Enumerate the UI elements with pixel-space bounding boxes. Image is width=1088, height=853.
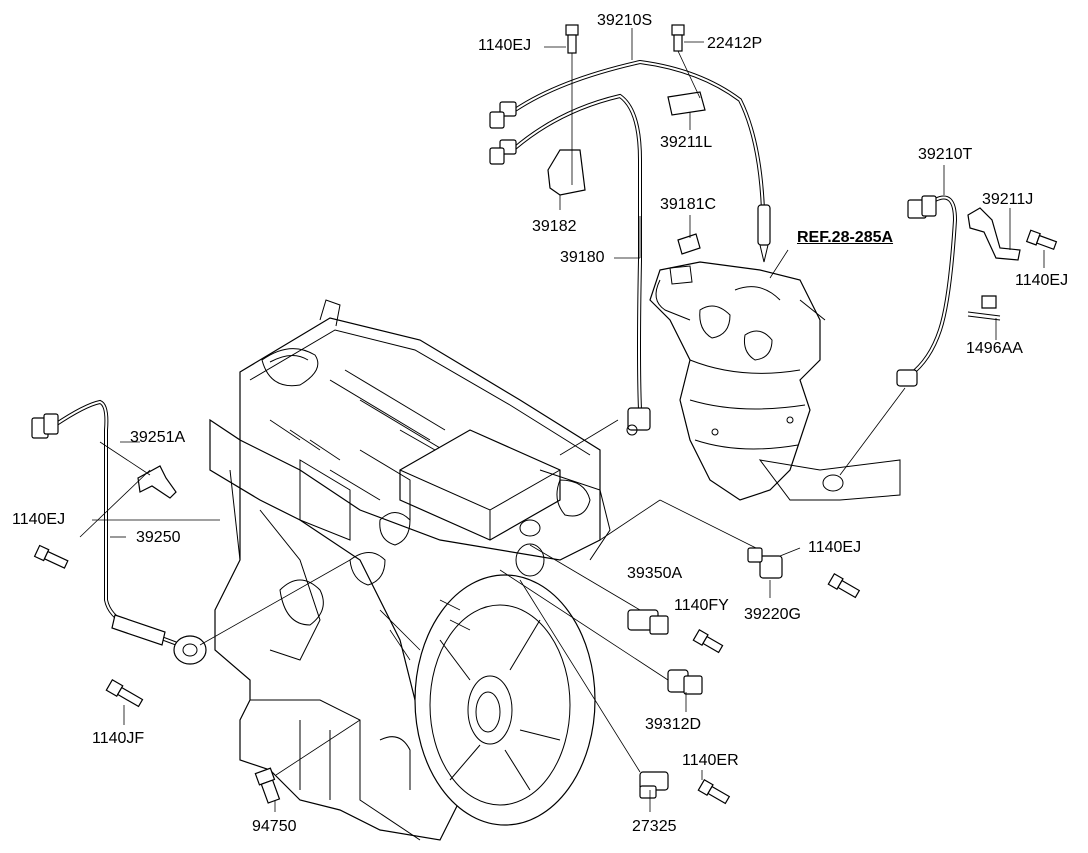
label-39210s[interactable]: 39210S bbox=[597, 12, 653, 29]
sensor-39350a-drawing bbox=[627, 609, 669, 635]
label-1140ej-right[interactable]: 1140EJ bbox=[1015, 272, 1069, 289]
catalytic-converter-drawing bbox=[649, 261, 901, 501]
label-39181c[interactable]: 39181C bbox=[660, 196, 717, 213]
label-39251a[interactable]: 39251A bbox=[130, 429, 186, 446]
bolt-1140er-drawing bbox=[697, 778, 731, 805]
clamp-1496aa-drawing bbox=[967, 295, 1001, 321]
bolt-1140jf-drawing bbox=[105, 678, 144, 708]
label-39211j[interactable]: 39211J bbox=[982, 191, 1034, 208]
bolt-1140fy-drawing bbox=[692, 628, 724, 654]
label-39250[interactable]: 39250 bbox=[136, 529, 181, 546]
label-39350a[interactable]: 39350A bbox=[627, 565, 683, 582]
knock-sensor-wire-39250-drawing bbox=[31, 399, 207, 665]
bolt-1140ej-left-drawing bbox=[33, 544, 69, 569]
bracket-39211l-drawing bbox=[667, 91, 706, 116]
bolt-22412p-drawing bbox=[671, 24, 685, 52]
label-39312d[interactable]: 39312D bbox=[645, 716, 702, 733]
o2-sensor-wire-39180-drawing bbox=[489, 93, 651, 436]
bolt-1140ej-right-drawing bbox=[1025, 229, 1058, 251]
bracket-39182-drawing bbox=[547, 149, 586, 196]
clip-39181c-drawing bbox=[677, 233, 701, 255]
label-1140jf[interactable]: 1140JF bbox=[92, 730, 145, 747]
leader-lines bbox=[79, 28, 1045, 812]
label-ref-28-285a[interactable]: REF.28-285A bbox=[797, 229, 894, 246]
bolt-1140ej-top-drawing bbox=[565, 24, 579, 54]
sensor-39312d-drawing bbox=[667, 669, 703, 695]
bracket-39211j-drawing bbox=[967, 207, 1021, 261]
o2-sensor-wire-39210t-drawing bbox=[896, 195, 958, 387]
label-39210t[interactable]: 39210T bbox=[918, 146, 973, 163]
label-27325[interactable]: 27325 bbox=[632, 818, 677, 835]
sensor-94750-drawing bbox=[254, 767, 281, 804]
bolt-1140ej-mid-drawing bbox=[827, 572, 861, 599]
label-1140fy[interactable]: 1140FY bbox=[674, 597, 729, 614]
label-1140ej-top[interactable]: 1140EJ bbox=[478, 37, 532, 54]
label-1140ej-mid[interactable]: 1140EJ bbox=[808, 539, 862, 556]
label-39211l[interactable]: 39211L bbox=[660, 134, 713, 151]
label-22412p[interactable]: 22412P bbox=[707, 35, 763, 52]
label-94750[interactable]: 94750 bbox=[252, 818, 297, 835]
bracket-39251a-drawing bbox=[137, 465, 177, 499]
label-1140er[interactable]: 1140ER bbox=[682, 752, 739, 769]
sensor-39220g-drawing bbox=[747, 547, 783, 579]
label-39180[interactable]: 39180 bbox=[560, 249, 605, 266]
engine-block-drawing bbox=[209, 299, 611, 841]
sensor-27325-drawing bbox=[639, 771, 669, 799]
label-39220g[interactable]: 39220G bbox=[744, 606, 801, 623]
label-1496aa[interactable]: 1496AA bbox=[966, 340, 1023, 357]
o2-sensor-wire-39210s-drawing bbox=[489, 59, 771, 263]
label-1140ej-left[interactable]: 1140EJ bbox=[12, 511, 66, 528]
label-39182[interactable]: 39182 bbox=[532, 218, 577, 235]
